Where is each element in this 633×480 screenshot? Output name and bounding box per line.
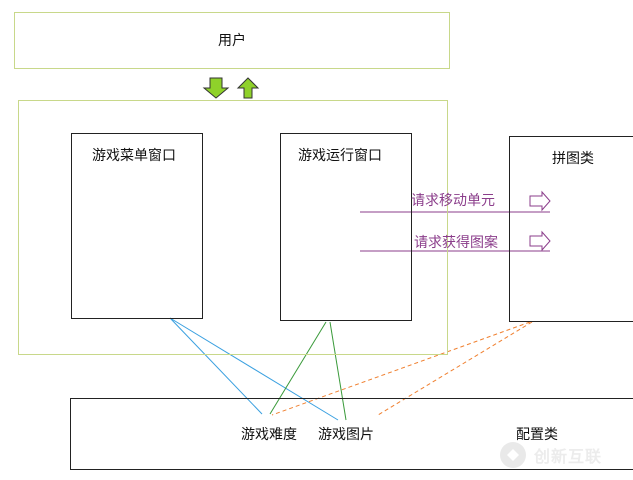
- menu-window-box: [71, 133, 203, 319]
- puzzle-to-difficulty-line: [271, 321, 531, 416]
- up-arrow-icon: [236, 77, 260, 99]
- run-to-picture-line: [329, 321, 347, 421]
- down-arrow-icon: [202, 77, 230, 99]
- config-class-label: 配置类: [516, 427, 558, 443]
- puzzle-class-label: 拼图类: [552, 151, 594, 167]
- watermark-text: 创新互联: [534, 447, 603, 466]
- picture-label: 游戏图片: [318, 427, 374, 443]
- difficulty-label: 游戏难度: [241, 427, 297, 443]
- run-window-box: [280, 133, 412, 321]
- request-move-label: 请求移动单元: [411, 193, 495, 209]
- user-box: [14, 12, 450, 69]
- application-box: [18, 100, 448, 355]
- request-get-arrow-icon: [529, 230, 551, 252]
- puzzle-class-box: [509, 136, 633, 322]
- request-move-arrow-icon: [529, 190, 551, 212]
- run-window-label: 游戏运行窗口: [298, 148, 382, 164]
- menu-window-label: 游戏菜单窗口: [92, 148, 176, 164]
- watermark-logo: 创新互联: [498, 440, 628, 470]
- watermark-mark-icon: [500, 442, 526, 468]
- menu-to-picture-line: [169, 317, 339, 421]
- config-class-box: [70, 398, 633, 470]
- puzzle-to-picture-line: [377, 321, 533, 416]
- user-label: 用户: [218, 33, 246, 49]
- request-get-label: 请求获得图案: [414, 235, 498, 251]
